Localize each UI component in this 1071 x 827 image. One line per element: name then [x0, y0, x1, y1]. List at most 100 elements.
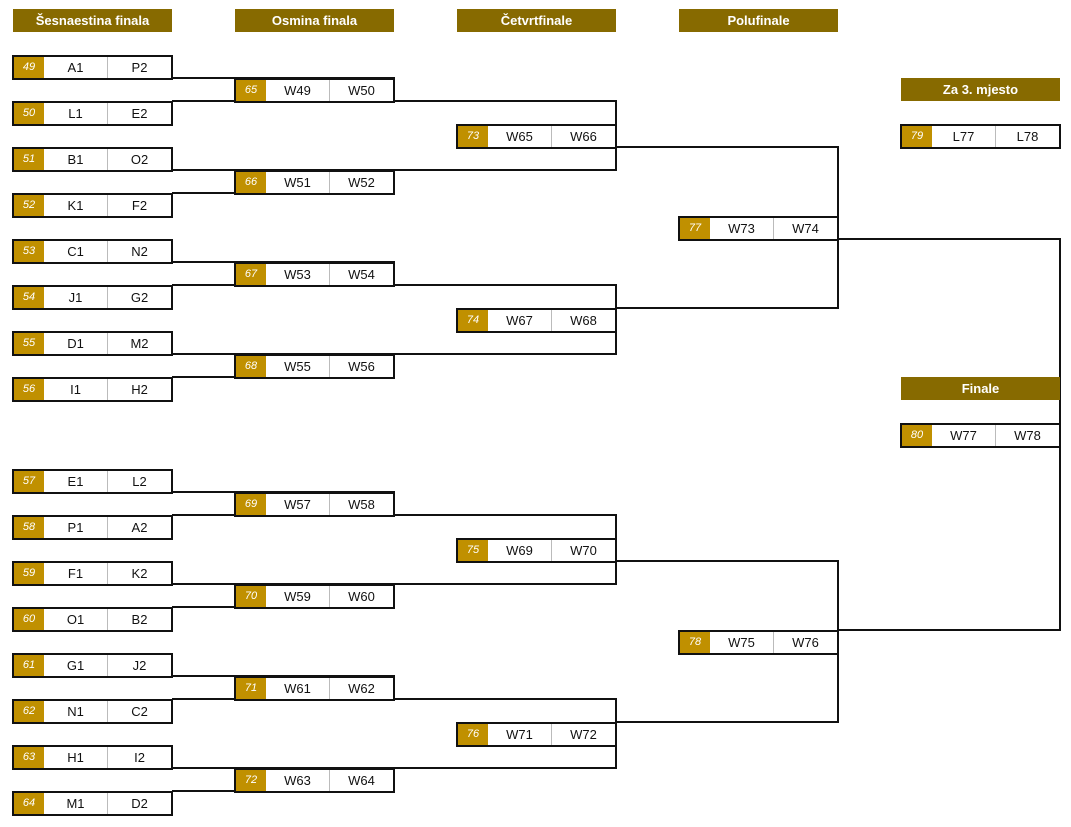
match-number: 61 [14, 655, 44, 676]
team-home: W51 [266, 172, 330, 193]
team-home: W73 [710, 218, 774, 239]
team-away: L2 [132, 474, 147, 489]
match-number: 68 [236, 356, 266, 377]
team-home: N1 [44, 701, 108, 722]
match-number: 69 [236, 494, 266, 515]
team-away: O2 [130, 152, 149, 167]
match-number: 50 [14, 103, 44, 124]
match-number: 77 [680, 218, 710, 239]
team-home: H1 [44, 747, 108, 768]
match-number: 66 [236, 172, 266, 193]
team-away: W64 [348, 773, 375, 788]
match-number: 56 [14, 379, 44, 400]
match-number: 70 [236, 586, 266, 607]
match-number: 67 [236, 264, 266, 285]
header-round-of-16: Osmina finala [235, 9, 394, 32]
team-away: H2 [131, 382, 148, 397]
team-home: J1 [44, 287, 108, 308]
team-away: I2 [134, 750, 145, 765]
team-away: M2 [130, 336, 149, 351]
team-home: L77 [932, 126, 996, 147]
team-away: A2 [131, 520, 148, 535]
team-home: W69 [488, 540, 552, 561]
match-number: 71 [236, 678, 266, 699]
team-away: W66 [570, 129, 597, 144]
team-home: G1 [44, 655, 108, 676]
team-home: L1 [44, 103, 108, 124]
team-home: P1 [44, 517, 108, 538]
team-away: W78 [1014, 428, 1041, 443]
match-number: 72 [236, 770, 266, 791]
team-away: P2 [131, 60, 148, 75]
team-home: E1 [44, 471, 108, 492]
match-number: 54 [14, 287, 44, 308]
match-number: 78 [680, 632, 710, 653]
header-quarterfinal: Četvrtfinale [457, 9, 616, 32]
team-away: N2 [131, 244, 148, 259]
team-home: W57 [266, 494, 330, 515]
header-final: Finale [901, 377, 1060, 400]
match-number: 75 [458, 540, 488, 561]
team-away: W60 [348, 589, 375, 604]
team-home: D1 [44, 333, 108, 354]
team-home: W63 [266, 770, 330, 791]
team-home: F1 [44, 563, 108, 584]
team-away: W62 [348, 681, 375, 696]
team-away: L78 [1016, 129, 1039, 144]
match-number: 74 [458, 310, 488, 331]
team-home: W75 [710, 632, 774, 653]
header-semifinal: Polufinale [679, 9, 838, 32]
team-home: I1 [44, 379, 108, 400]
match-number: 52 [14, 195, 44, 216]
team-away: W56 [348, 359, 375, 374]
match-number: 76 [458, 724, 488, 745]
team-home: W71 [488, 724, 552, 745]
team-home: M1 [44, 793, 108, 814]
team-away: B2 [131, 612, 148, 627]
match-number: 55 [14, 333, 44, 354]
match-number: 58 [14, 517, 44, 538]
team-home: W77 [932, 425, 996, 446]
team-away: W50 [348, 83, 375, 98]
team-home: W67 [488, 310, 552, 331]
team-away: F2 [131, 198, 148, 213]
team-away: W52 [348, 175, 375, 190]
team-away: G2 [130, 290, 149, 305]
team-away: K2 [131, 566, 148, 581]
match-number: 49 [14, 57, 44, 78]
team-home: W65 [488, 126, 552, 147]
team-away: E2 [131, 106, 148, 121]
team-away: W72 [570, 727, 597, 742]
team-away: W74 [792, 221, 819, 236]
team-home: W61 [266, 678, 330, 699]
match-number: 65 [236, 80, 266, 101]
match-number: 60 [14, 609, 44, 630]
team-home: O1 [44, 609, 108, 630]
team-home: W59 [266, 586, 330, 607]
team-away: J2 [132, 658, 147, 673]
team-away: W54 [348, 267, 375, 282]
header-third-place: Za 3. mjesto [901, 78, 1060, 101]
match-number: 73 [458, 126, 488, 147]
